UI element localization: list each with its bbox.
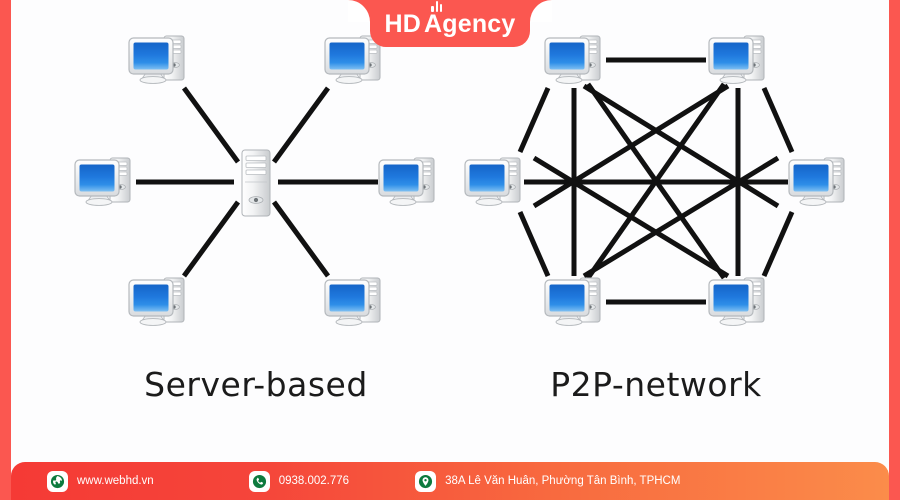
client-computer-node (72, 155, 136, 209)
footer-website-item[interactable]: www.webhd.vn (47, 470, 154, 492)
footer-address-item[interactable]: 38A Lê Văn Huân, Phường Tân Bình, TPHCM (415, 470, 681, 492)
server-based-diagram: Server-based (66, 10, 446, 430)
brand-logo: HD Agency (384, 1, 516, 39)
contact-footer-bar: www.webhd.vn 0938.002.776 38A Lê Văn Huâ… (11, 462, 889, 500)
logo-text-agency: Agency (424, 10, 516, 38)
peer-computer-node (542, 275, 606, 329)
banner-notch-right (530, 0, 552, 22)
client-computer-node (126, 33, 190, 87)
peer-computer-node (542, 33, 606, 87)
server-icon (241, 149, 271, 217)
p2p-network-links (517, 57, 795, 305)
client-computer-node (126, 275, 190, 329)
diagram-area: Server-based (11, 10, 889, 445)
banner-notch-left (348, 0, 370, 22)
footer-address-text: 38A Lê Văn Huân, Phường Tân Bình, TPHCM (445, 475, 681, 487)
brand-banner: HD Agency (370, 0, 530, 47)
server-based-links (136, 86, 378, 278)
location-pin-icon (415, 470, 437, 492)
client-computer-node (376, 155, 440, 209)
globe-icon (47, 470, 68, 492)
logo-text-hd: HD (384, 10, 421, 38)
right-edge-strip (889, 0, 900, 500)
footer-website-text: www.webhd.vn (77, 475, 154, 487)
client-computer-node (322, 33, 386, 87)
client-computer-node (322, 275, 386, 329)
peer-computer-node (706, 33, 770, 87)
peer-computer-node (462, 155, 526, 209)
footer-phone-item[interactable]: 0938.002.776 (248, 470, 350, 492)
bar-chart-mark-icon (431, 1, 443, 12)
p2p-network-diagram: P2P-network (464, 10, 846, 430)
peer-computer-node (706, 275, 770, 329)
server-based-label: Server-based (144, 365, 368, 404)
footer-phone-text: 0938.002.776 (278, 475, 350, 487)
peer-computer-node (786, 155, 850, 209)
p2p-network-label: P2P-network (550, 365, 762, 404)
left-edge-strip (0, 0, 11, 500)
phone-icon (248, 470, 270, 492)
